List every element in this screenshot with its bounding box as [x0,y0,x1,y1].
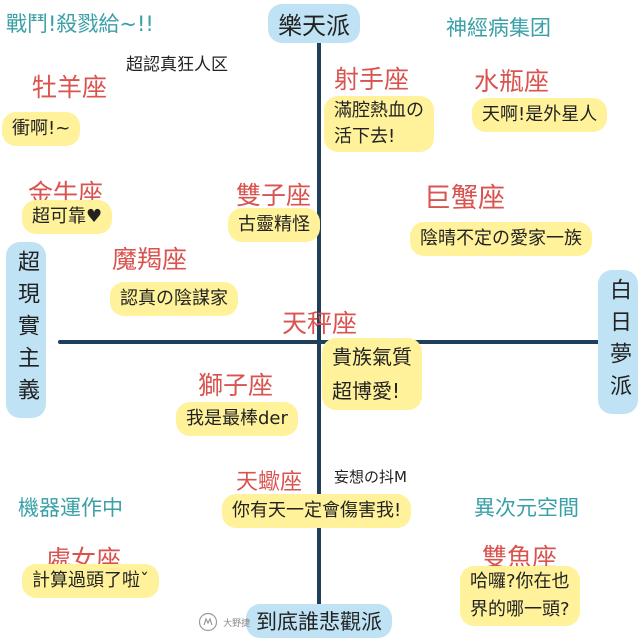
pisces-desc-line-1: 哈囉?你在也 [470,571,570,592]
sign-cancer: 巨蟹座 [424,183,505,214]
sign-gemini: 雙子座 [236,181,312,210]
sagittarius-desc-line-1: 滿腔熱血の [334,100,424,121]
quadrant-label-bottom-right: 異次元空間 [474,496,579,520]
sign-leo: 獅子座 [198,371,274,400]
sign-scorpio: 天蠍座 [236,470,303,495]
logo-icon [198,612,218,632]
sign-capricorn: 魔羯座 [112,245,188,274]
pisces-desc: 哈囉?你在也 界的哪一頭? [460,566,580,626]
aries-desc: 衝啊!~ [2,112,81,146]
gemini-desc: 古靈精怪 [228,208,320,242]
axis-right-label: 白日夢派 [598,270,638,414]
libra-desc-line-2: 超博愛! [332,379,401,403]
capricorn-desc: 認真の陰謀家 [110,282,238,316]
axis-left-label: 超現實主義 [6,242,46,418]
sagittarius-desc-line-2: 活下去! [334,126,396,147]
leo-desc: 我是最棒der [176,402,298,436]
author-logo: 大野捷 [198,612,250,636]
axis-bottom-label: 到底誰悲觀派 [246,604,392,638]
sagittarius-desc: 滿腔熱血の 活下去! [324,96,434,152]
cancer-desc: 陰晴不定の愛家一族 [410,222,592,256]
quadrant-label-top-left: 戰鬥!殺戮給~!! [6,12,154,36]
aries-note: 超認真狂人区 [126,55,228,75]
pisces-desc-line-2: 界的哪一頭? [470,599,570,620]
quadrant-label-bottom-left: 機器運作中 [18,496,123,520]
sign-aries: 牡羊座 [32,73,108,102]
axis-top-label: 樂天派 [268,4,360,43]
vertical-axis [317,30,321,632]
virgo-desc: 計算過頭了啦ˇ [22,564,159,598]
sign-aquarius: 水瓶座 [474,67,550,96]
sign-libra: 天秤座 [282,309,358,338]
scorpio-desc: 你有天一定會傷害我! [222,494,412,528]
taurus-desc: 超可靠♥ [22,200,113,234]
libra-desc-line-1: 貴族氣質 [332,345,412,369]
quadrant-label-top-right: 神經病集团 [446,16,551,40]
libra-desc: 貴族氣質 超博愛! [322,338,422,410]
logo-text: 大野捷 [223,619,251,629]
sign-sagittarius: 射手座 [334,65,410,94]
aquarius-desc: 天啊!是外星人 [472,98,608,132]
scorpio-note: 妄想の抖M [334,468,407,486]
